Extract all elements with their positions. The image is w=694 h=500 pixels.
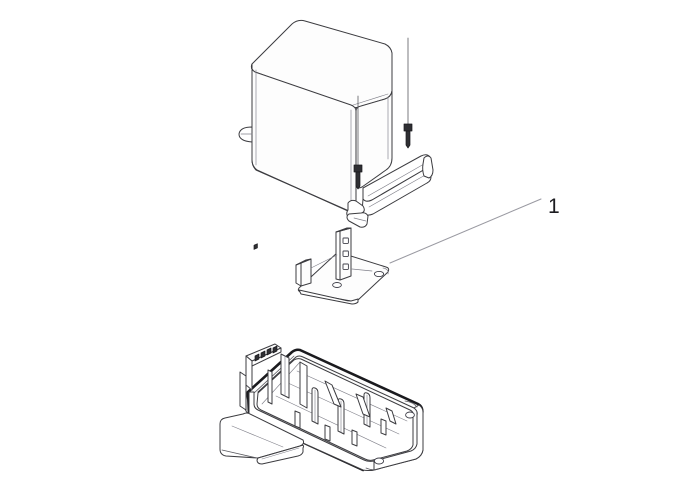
tray-rear-wall-panel-2 [299,361,308,409]
callout-1-group: 1 [389,195,560,264]
cover-mount-rail-group [346,154,434,228]
tray-flange-group [245,243,282,391]
base-plate-hole-rear [373,270,385,278]
tray-post-7-small [380,418,387,436]
rail-corner-foot-line [353,217,367,222]
tray-divider-a [324,380,342,408]
tray-flange-slot-c [266,347,272,356]
bracket-slot-2 [342,250,349,257]
screw-right-head [403,123,413,132]
cover-screw-left [353,95,363,190]
base-construction-line-a [310,254,338,269]
tray-internal-posts-group [294,387,387,447]
rail-right-endcap [422,155,434,179]
bracket-slot-3 [342,263,349,270]
cover-housing-group [238,19,393,213]
tray-floor-rib-1 [275,395,387,449]
tray-flange-slot-d [272,345,278,354]
tray-post-5-small [324,424,331,442]
tray-front-corner-arc [365,467,380,471]
tray-bottom-tab-inner [231,425,284,448]
rail-corner-foot [346,212,369,228]
base-plate-hole-front [332,282,342,288]
cover-top-crease [349,93,389,107]
base-plate-edge [298,289,359,305]
tray-post-4-small [294,410,301,429]
tray-bottom-tab-lip-line [261,447,300,460]
tray-divider-b [355,393,371,418]
tray-flange-body [245,355,253,391]
tray-post-6-small [351,429,358,447]
lower-housing-tray-group [219,243,424,472]
tray-bottom-tab-group [219,412,305,465]
screw-left-thread [355,171,361,190]
tray-corner-boss-front [373,457,385,465]
bracket-slot-1 [342,237,349,244]
side-grommet-group [238,126,253,143]
rail-crease-b [368,173,428,208]
tray-flange-slot-a [254,353,260,362]
riser-block-top [295,258,312,266]
base-construction-line-b [351,268,373,272]
riser-block-front [300,258,312,287]
base-plate-corner-line [382,267,389,275]
tray-flange-slot-1 [253,243,258,250]
tray-flange-edge-line [245,384,253,391]
callout-1-label: 1 [548,195,560,218]
mounting-bracket-group [295,227,390,305]
cover-screws-group [353,37,413,190]
tray-divider-c [385,407,397,425]
tray-corner-boss-right [405,411,415,419]
cover-bottom-hem [251,159,349,212]
bracket-riser-block [295,258,312,287]
tray-inner-floor [256,358,414,461]
screw-left-head [353,164,363,173]
tray-left-wall-outer [239,371,247,411]
callout-1-leader-line [389,198,542,264]
side-grommet [238,126,253,143]
bracket-vertical-plate-top [335,227,352,233]
cover-right-face [355,90,393,189]
tray-corner-right-top [404,400,418,408]
tray-bottom-tab-front-edge [221,449,258,459]
rail-crease-a [367,163,425,197]
tray-rib-tall-left [267,369,273,405]
cover-screw-right [403,37,413,149]
tray-flange-slot-b [260,350,266,359]
screw-right-thread [405,130,411,149]
riser-block-side [295,262,302,287]
